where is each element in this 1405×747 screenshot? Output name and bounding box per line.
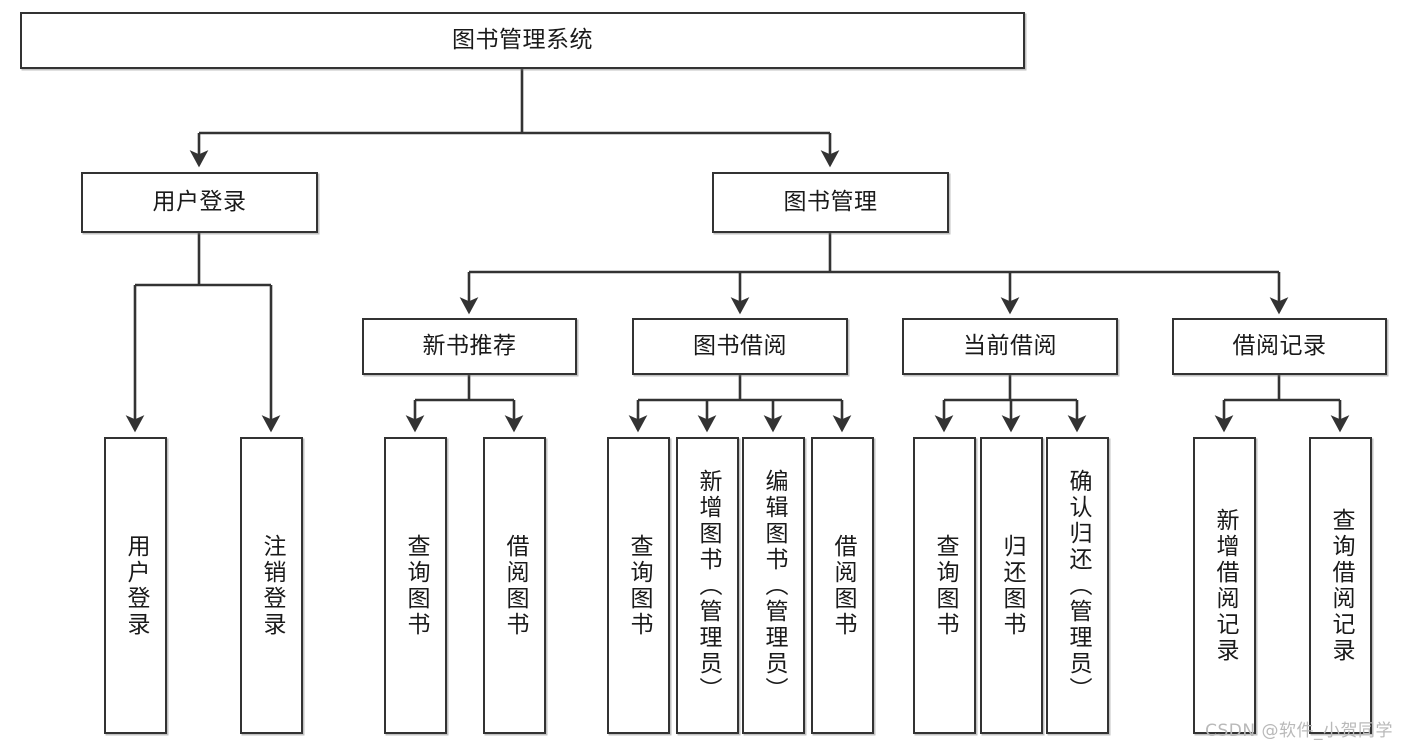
leaf-current-return-book-label: 归还图书 — [999, 533, 1025, 638]
leaf-recommend-query-book-label: 查询图书 — [403, 533, 429, 638]
node-book-borrow-label: 图书借阅 — [693, 333, 787, 360]
node-current-borrow-label: 当前借阅 — [963, 333, 1057, 360]
node-borrow-record-label: 借阅记录 — [1232, 333, 1327, 360]
node-current-borrow[interactable]: 当前借阅 — [902, 318, 1118, 375]
leaf-borrow-query-book-label: 查询图书 — [626, 533, 652, 638]
leaf-record-query-record-label: 查询借阅记录 — [1328, 507, 1354, 664]
leaf-record-query-record[interactable]: 查询借阅记录 — [1309, 437, 1372, 734]
leaf-current-query-book[interactable]: 查询图书 — [913, 437, 976, 734]
node-user-login-label: 用户登录 — [152, 189, 247, 216]
node-book-management-label: 图书管理 — [783, 189, 878, 216]
node-book-management[interactable]: 图书管理 — [712, 172, 949, 233]
leaf-record-add-record-label: 新增借阅记录 — [1212, 507, 1238, 664]
leaf-record-add-record[interactable]: 新增借阅记录 — [1193, 437, 1256, 734]
leaf-current-return-book[interactable]: 归还图书 — [980, 437, 1043, 734]
node-user-login[interactable]: 用户登录 — [81, 172, 318, 233]
node-book-borrow[interactable]: 图书借阅 — [632, 318, 848, 375]
leaf-borrow-borrow-book[interactable]: 借阅图书 — [811, 437, 874, 734]
leaf-borrow-add-book-admin-label: 新增图书（管理员） — [695, 468, 721, 703]
leaf-recommend-borrow-book[interactable]: 借阅图书 — [483, 437, 546, 734]
node-root-system[interactable]: 图书管理系统 — [20, 12, 1025, 69]
node-root-system-label: 图书管理系统 — [452, 27, 593, 54]
node-new-book-recommend[interactable]: 新书推荐 — [362, 318, 577, 375]
leaf-user-login-logout-label: 注销登录 — [259, 533, 285, 638]
leaf-current-confirm-return-admin-label: 确认归还（管理员） — [1065, 468, 1091, 703]
node-new-book-recommend-label: 新书推荐 — [422, 333, 517, 360]
leaf-borrow-add-book-admin[interactable]: 新增图书（管理员） — [676, 437, 739, 734]
leaf-user-login-logout[interactable]: 注销登录 — [240, 437, 303, 734]
leaf-user-login-login[interactable]: 用户登录 — [104, 437, 167, 734]
leaf-borrow-borrow-book-label: 借阅图书 — [830, 533, 856, 638]
leaf-current-confirm-return-admin[interactable]: 确认归还（管理员） — [1046, 437, 1109, 734]
leaf-recommend-query-book[interactable]: 查询图书 — [384, 437, 447, 734]
csdn-watermark: CSDN @软件_小贺同学 — [1205, 721, 1393, 741]
node-borrow-record[interactable]: 借阅记录 — [1172, 318, 1387, 375]
leaf-recommend-borrow-book-label: 借阅图书 — [502, 533, 528, 638]
leaf-borrow-query-book[interactable]: 查询图书 — [607, 437, 670, 734]
leaf-current-query-book-label: 查询图书 — [932, 533, 958, 638]
leaf-borrow-edit-book-admin[interactable]: 编辑图书（管理员） — [742, 437, 805, 734]
leaf-user-login-login-label: 用户登录 — [123, 533, 149, 638]
leaf-borrow-edit-book-admin-label: 编辑图书（管理员） — [761, 468, 787, 703]
